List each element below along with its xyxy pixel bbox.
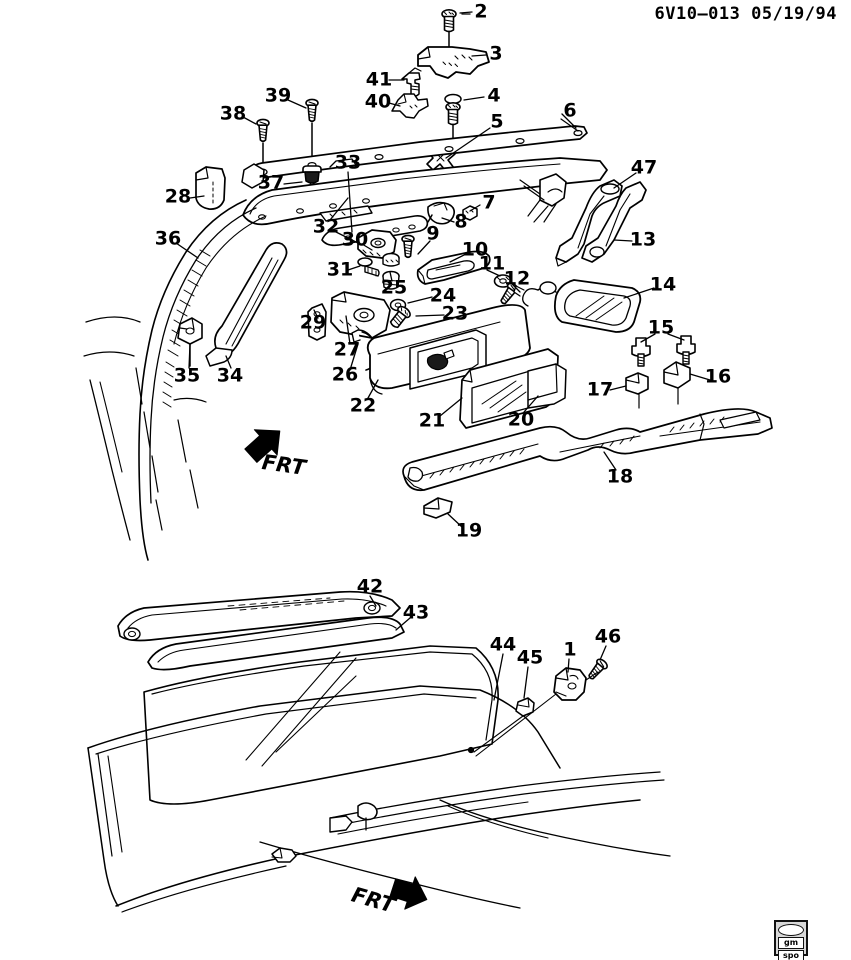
callout-2: 2 <box>474 0 488 23</box>
callout-30: 30 <box>341 228 369 251</box>
callout-41: 41 <box>365 68 393 91</box>
callout-37: 37 <box>257 171 285 194</box>
callout-34: 34 <box>216 364 244 387</box>
callout-3: 3 <box>489 42 503 65</box>
callout-39: 39 <box>264 84 292 107</box>
callout-7: 7 <box>482 191 496 214</box>
drawing-code-date: 6V10–013 05/19/94 <box>654 4 837 24</box>
frt-direction-label-upper: FRT <box>260 450 308 480</box>
callout-26: 26 <box>331 363 359 386</box>
callout-14: 14 <box>649 273 677 296</box>
callout-24: 24 <box>429 284 457 307</box>
callout-18: 18 <box>606 465 634 488</box>
callout-35: 35 <box>173 364 201 387</box>
gm-logo-line1: gm <box>778 937 804 949</box>
callout-28: 28 <box>164 185 192 208</box>
callout-44: 44 <box>489 633 517 656</box>
gm-logo-oval <box>778 924 804 936</box>
callout-25: 25 <box>380 276 408 299</box>
callout-4: 4 <box>487 84 501 107</box>
callout-16: 16 <box>704 365 732 388</box>
callout-22: 22 <box>349 394 377 417</box>
callout-31: 31 <box>326 258 354 281</box>
callout-21: 21 <box>418 409 446 432</box>
callout-8: 8 <box>454 210 468 233</box>
callout-19: 19 <box>455 519 483 542</box>
callout-42: 42 <box>356 575 384 598</box>
callout-46: 46 <box>594 625 622 648</box>
callout-40: 40 <box>364 90 392 113</box>
callout-12: 12 <box>503 267 531 290</box>
callout-10: 10 <box>461 238 489 261</box>
callout-17: 17 <box>586 378 614 401</box>
callout-13: 13 <box>629 228 657 251</box>
callout-38: 38 <box>219 102 247 125</box>
callout-47: 47 <box>630 156 658 179</box>
gm-logo-line2: spo <box>778 950 804 960</box>
callout-33: 33 <box>334 151 362 174</box>
callout-15: 15 <box>647 316 675 339</box>
callout-36: 36 <box>154 227 182 250</box>
callout-27: 27 <box>333 338 361 361</box>
callout-9: 9 <box>426 222 440 245</box>
callout-29: 29 <box>299 311 327 334</box>
gm-spo-logo: gm spo <box>774 920 808 960</box>
callout-43: 43 <box>402 601 430 624</box>
callout-6: 6 <box>563 99 577 122</box>
callout-11: 11 <box>478 252 506 275</box>
callout-20: 20 <box>507 408 535 431</box>
callout-5: 5 <box>490 110 504 133</box>
callout-32: 32 <box>312 215 340 238</box>
callout-1: 1 <box>563 638 577 661</box>
callout-45: 45 <box>516 646 544 669</box>
callout-23: 23 <box>441 302 469 325</box>
